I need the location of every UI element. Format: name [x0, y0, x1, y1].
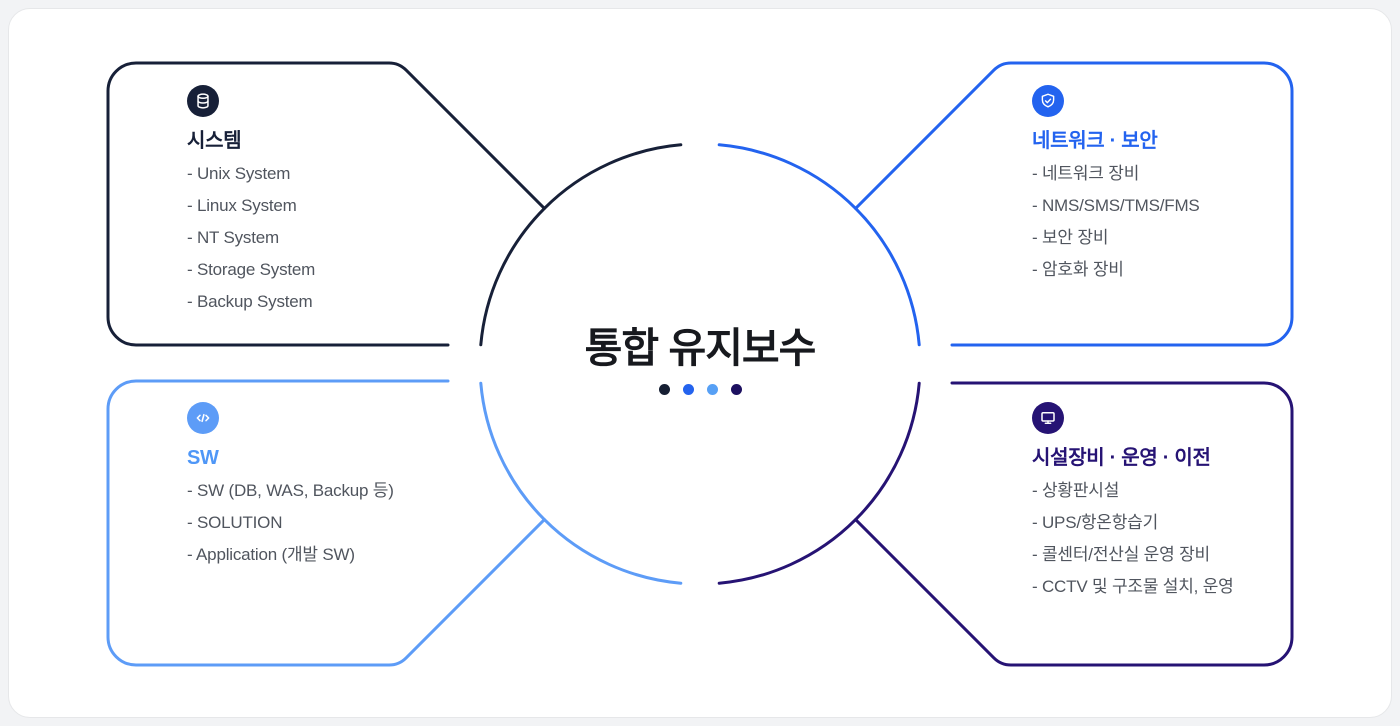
list-item: - 네트워크 장비 — [1032, 164, 1140, 183]
list-item: - SOLUTION — [187, 513, 283, 532]
list-item: - 보안 장비 — [1032, 228, 1109, 247]
center-area: 통합 유지보수 — [500, 324, 900, 395]
list-item: - Linux System — [187, 196, 297, 215]
dot-blue — [682, 384, 694, 395]
box-title-facility: 시설장비 · 운영 · 이전 — [1032, 447, 1211, 469]
dot-indigo — [730, 384, 742, 395]
box-sw: SW - SW (DB, WAS, Backup 등) - SOLUTION -… — [187, 402, 517, 571]
box-title-system: 시스템 — [187, 130, 242, 152]
list-item: - 암호화 장비 — [1032, 260, 1124, 279]
box-network-security: 네트워크 · 보안 - 네트워크 장비 - NMS/SMS/TMS/FMS - … — [1032, 85, 1362, 286]
box-list-system: - Unix System - Linux System - NT System… — [187, 158, 517, 318]
list-item: - 콜센터/전산실 운영 장비 — [1032, 545, 1210, 564]
list-item: - 상황판시설 — [1032, 481, 1120, 500]
system-box-outline — [106, 61, 546, 347]
circle-arc-network-security — [717, 143, 921, 347]
circle-arc-facility — [717, 381, 921, 585]
list-item: - NMS/SMS/TMS/FMS — [1032, 196, 1200, 215]
list-item: - Application (개발 SW) — [187, 545, 355, 564]
box-title-network-security: 네트워크 · 보안 — [1032, 130, 1158, 152]
box-list-sw: - SW (DB, WAS, Backup 등) - SOLUTION - Ap… — [187, 475, 517, 571]
list-item: - Unix System — [187, 164, 291, 183]
sw-box-outline — [106, 379, 546, 667]
dot-navy — [658, 384, 670, 395]
box-list-facility: - 상황판시설 - UPS/항온항습기 - 콜센터/전산실 운영 장비 - CC… — [1032, 475, 1362, 603]
list-item: - NT System — [187, 228, 279, 247]
box-facility: 시설장비 · 운영 · 이전 - 상황판시설 - UPS/항온항습기 - 콜센터… — [1032, 402, 1362, 603]
center-title: 통합 유지보수 — [584, 325, 817, 371]
box-title-sw: SW — [187, 447, 219, 469]
list-item: - CCTV 및 구조물 설치, 운영 — [1032, 577, 1234, 596]
circle-arc-sw — [479, 381, 683, 585]
list-item: - SW (DB, WAS, Backup 등) — [187, 481, 394, 500]
list-item: - UPS/항온항습기 — [1032, 513, 1159, 532]
facility-box-outline — [854, 381, 1294, 667]
box-system: 시스템 - Unix System - Linux System - NT Sy… — [187, 85, 517, 318]
box-list-network-security: - 네트워크 장비 - NMS/SMS/TMS/FMS - 보안 장비 - 암호… — [1032, 158, 1362, 286]
diagram-card — [8, 8, 1392, 718]
network-security-box-outline — [854, 61, 1294, 347]
list-item: - Backup System — [187, 292, 313, 311]
circle-arc-system — [479, 143, 683, 347]
shield-check-icon — [1032, 85, 1064, 117]
monitor-icon — [1032, 402, 1064, 434]
database-icon — [187, 85, 219, 117]
center-dots — [500, 384, 900, 395]
dot-lightblue — [706, 384, 718, 395]
code-icon — [187, 402, 219, 434]
list-item: - Storage System — [187, 260, 316, 279]
